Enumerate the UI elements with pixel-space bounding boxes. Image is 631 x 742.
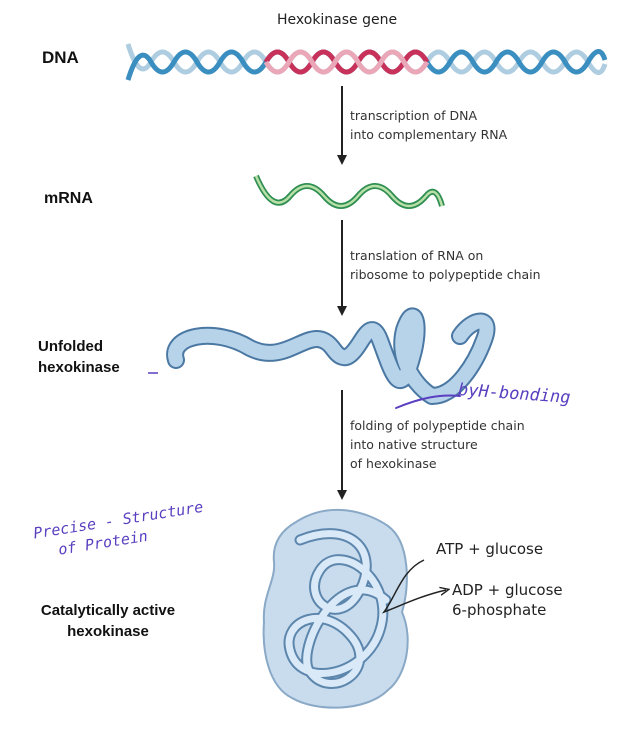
dna-label: DNA xyxy=(42,48,79,67)
dna-double-helix xyxy=(125,43,608,81)
handwritten-pointer-stroke xyxy=(395,394,461,409)
reaction-substrate: ATP + glucose xyxy=(436,540,544,558)
reaction-arrow xyxy=(381,559,446,614)
unfolded-line2: hexokinase xyxy=(38,359,120,376)
folding-line2: into native structure xyxy=(350,437,478,452)
active-line1: Catalytically active xyxy=(40,602,176,619)
folding-line1: folding of polypeptide chain xyxy=(350,418,525,433)
reaction-product: ADP + glucose 6-phosphate xyxy=(452,580,563,620)
folded-hexokinase-protein xyxy=(262,508,409,709)
transcription-line2: into complementary RNA xyxy=(350,127,508,142)
translation-step-text: translation of RNA on ribosome to polype… xyxy=(350,246,541,284)
translation-line1: translation of RNA on xyxy=(350,248,484,263)
folding-line3: of hexokinase xyxy=(350,456,437,471)
mrna-label: mRNA xyxy=(44,190,93,207)
transcription-step-text: transcription of DNA into complementary … xyxy=(350,106,507,144)
translation-line2: ribosome to polypeptide chain xyxy=(350,267,541,282)
active-label: Catalytically active hexokinase xyxy=(18,600,198,642)
transcription-line1: transcription of DNA xyxy=(350,108,478,123)
reaction-product-line2: 6-phosphate xyxy=(452,601,547,619)
gene-label: Hexokinase gene xyxy=(277,12,398,28)
unfolded-line1: Unfolded xyxy=(38,338,103,355)
unfolded-polypeptide xyxy=(166,307,496,405)
active-line2: hexokinase xyxy=(67,623,149,640)
unfolded-label: Unfolded hexokinase xyxy=(38,336,120,378)
mrna-strand xyxy=(253,174,445,209)
reaction-product-line1: ADP + glucose xyxy=(452,581,563,599)
folding-step-text: folding of polypeptide chain into native… xyxy=(350,416,525,473)
